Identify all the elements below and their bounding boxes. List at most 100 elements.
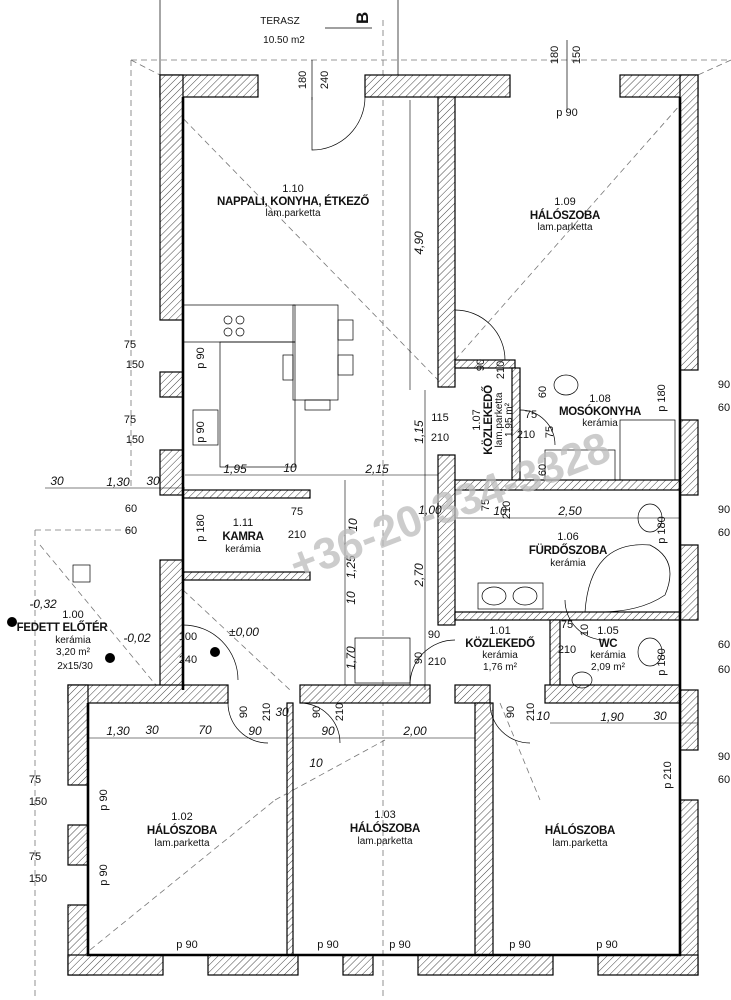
level-marker-icon	[7, 617, 220, 663]
room-number: 1.07	[471, 409, 483, 430]
svg-text:60: 60	[718, 527, 730, 539]
svg-text:210: 210	[288, 529, 306, 541]
room-name: HÁLÓSZOBA	[545, 824, 615, 837]
room-1-06: 1.06 FÜRDŐSZOBA kerámia	[529, 531, 607, 569]
svg-text:30: 30	[145, 723, 159, 737]
svg-text:30: 30	[50, 474, 64, 488]
svg-text:180: 180	[549, 46, 561, 64]
room-number: 1.02	[171, 811, 192, 823]
svg-text:10: 10	[344, 591, 358, 605]
svg-text:p 90: p 90	[98, 864, 110, 885]
svg-text:p 180: p 180	[195, 514, 207, 542]
room-number: 1.09	[554, 196, 575, 208]
svg-text:240: 240	[319, 71, 331, 89]
room-floor: kerámia	[225, 544, 261, 555]
room-1-10: 1.10 NAPPALI, KONYHA, ÉTKEZŐ lam.parkett…	[217, 183, 370, 219]
svg-text:p 90: p 90	[596, 939, 617, 951]
svg-text:90: 90	[311, 706, 323, 718]
room-1-09: 1.09 HÁLÓSZOBA lam.parketta	[530, 196, 600, 233]
svg-text:1,70: 1,70	[344, 646, 358, 670]
svg-text:100: 100	[179, 631, 197, 643]
svg-text:p 180: p 180	[656, 516, 668, 544]
svg-text:210: 210	[431, 432, 449, 444]
svg-text:60: 60	[718, 774, 730, 786]
room-floor: lam.parketta	[265, 208, 320, 219]
room-name: KAMRA	[222, 531, 263, 543]
svg-text:90: 90	[321, 724, 335, 738]
svg-text:1,30: 1,30	[106, 475, 130, 489]
svg-text:150: 150	[571, 46, 583, 64]
svg-text:210: 210	[558, 644, 576, 656]
svg-text:2,00: 2,00	[402, 724, 427, 738]
room-area: 3,20 m²	[56, 647, 91, 658]
svg-text:60: 60	[718, 664, 730, 676]
dimensions: 180 240 180 150 p 90 4,90 75 150 p 90 75…	[29, 46, 730, 951]
svg-text:2,50: 2,50	[557, 504, 582, 518]
level-floor: ±0,00	[229, 625, 259, 639]
roof-outline	[34, 20, 731, 1000]
svg-text:p 90: p 90	[556, 107, 577, 119]
svg-text:p 210: p 210	[662, 761, 674, 789]
svg-text:p 180: p 180	[656, 384, 668, 412]
room-number: 1.10	[282, 183, 303, 195]
room-bedroom-3: HÁLÓSZOBA lam.parketta	[545, 824, 615, 849]
svg-text:4,90: 4,90	[412, 231, 426, 255]
svg-text:p 90: p 90	[389, 939, 410, 951]
room-number: 1.11	[233, 517, 254, 529]
section-mark: B	[353, 12, 372, 24]
walls	[67, 74, 699, 976]
svg-text:90: 90	[505, 706, 517, 718]
room-name: FÜRDŐSZOBA	[529, 544, 607, 557]
room-number: 1.01	[489, 625, 510, 637]
svg-text:p 90: p 90	[195, 421, 207, 442]
svg-text:150: 150	[126, 359, 144, 371]
room-1-08: 1.08 MOSÓKONYHA kerámia	[559, 393, 641, 429]
level-entry-step: -0,02	[123, 631, 151, 645]
room-1-02: 1.02 HÁLÓSZOBA lam.parketta	[147, 811, 217, 849]
svg-text:60: 60	[537, 464, 549, 476]
room-name: HÁLÓSZOBA	[147, 824, 217, 837]
svg-text:60: 60	[718, 402, 730, 414]
level-entry-outer: -0,32	[29, 597, 57, 611]
room-floor: kerámia	[582, 418, 618, 429]
svg-text:2,15: 2,15	[364, 462, 389, 476]
svg-text:115: 115	[431, 412, 449, 424]
svg-text:p 90: p 90	[317, 939, 338, 951]
room-name: NAPPALI, KONYHA, ÉTKEZŐ	[217, 195, 369, 208]
svg-text:90: 90	[413, 652, 425, 664]
door-swings	[182, 96, 606, 744]
svg-text:210: 210	[525, 703, 537, 721]
room-floor: lam.parketta	[494, 392, 505, 447]
svg-text:210: 210	[334, 703, 346, 721]
kitchen-furniture	[182, 304, 354, 468]
svg-text:210: 210	[428, 656, 446, 668]
room-floor: kerámia	[590, 650, 626, 661]
svg-text:60: 60	[125, 503, 137, 515]
svg-text:150: 150	[29, 873, 47, 885]
svg-text:75: 75	[29, 851, 41, 863]
svg-text:210: 210	[261, 703, 273, 721]
room-number: 1.03	[374, 809, 395, 821]
room-name: HÁLÓSZOBA	[350, 822, 420, 835]
svg-text:90: 90	[428, 629, 440, 641]
room-number: 1.05	[597, 625, 618, 637]
room-name: FEDETT ELŐTÉR	[17, 621, 109, 634]
terrace-area: 10.50 m2	[263, 35, 305, 46]
svg-text:10: 10	[536, 709, 550, 723]
svg-text:90: 90	[248, 724, 262, 738]
svg-text:1,25: 1,25	[344, 555, 358, 579]
room-floor: lam.parketta	[357, 836, 412, 847]
room-floor: kerámia	[482, 650, 518, 661]
svg-text:75: 75	[29, 774, 41, 786]
svg-text:60: 60	[537, 386, 549, 398]
grid-lines	[159, 0, 568, 110]
svg-text:1,15: 1,15	[412, 420, 426, 444]
room-name: KÖZLEKEDŐ	[465, 637, 535, 650]
svg-text:180: 180	[297, 71, 309, 89]
room-name: KÖZLEKEDŐ	[482, 385, 495, 455]
svg-text:210: 210	[517, 429, 535, 441]
svg-text:30: 30	[146, 474, 160, 488]
room-name: MOSÓKONYHA	[559, 405, 641, 418]
svg-text:10: 10	[309, 756, 323, 770]
